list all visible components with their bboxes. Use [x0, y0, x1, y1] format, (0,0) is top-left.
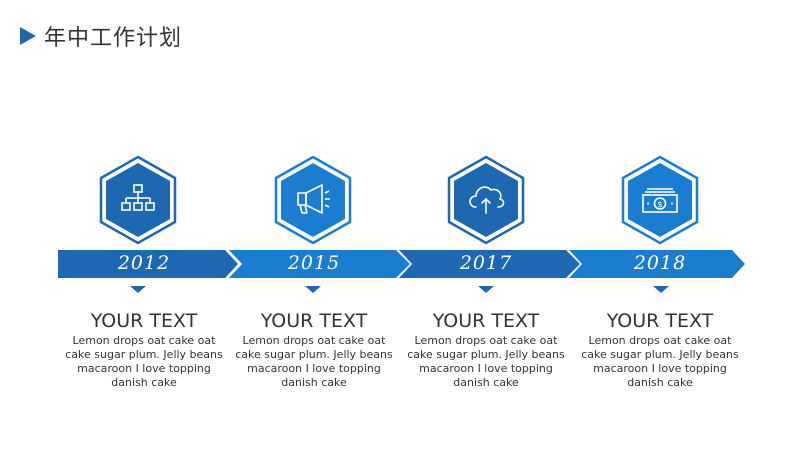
item-description: Lemon drops oat cake oat cake sugar plum… [581, 334, 739, 389]
timeline-item-1: 2012 YOUR TEXT Lemon drops oat cake oat … [59, 0, 229, 450]
arrow-segment-1 [58, 250, 238, 278]
page-title: 年中工作计划 [44, 26, 183, 51]
year-label: 2018 [633, 252, 687, 274]
hexagon-badge [274, 155, 352, 245]
svg-text:$: $ [657, 200, 662, 209]
hexagon-badge [99, 155, 177, 245]
year-label: 2015 [287, 252, 341, 274]
org-chart-icon [121, 184, 155, 211]
hexagon-badge [447, 155, 525, 245]
title-arrow-icon [20, 27, 36, 45]
item-heading: YOUR TEXT [260, 310, 368, 332]
timeline-item-4: $ 2018 YOUR TEXT Lemon drops oat cake oa… [575, 0, 745, 450]
megaphone-icon [297, 184, 330, 214]
pointer-icon [653, 286, 669, 293]
item-description: Lemon drops oat cake oat cake sugar plum… [407, 334, 565, 389]
money-icon: $ [642, 188, 678, 213]
year-label: 2017 [459, 252, 513, 274]
page-header: 年中工作计划 [20, 20, 182, 52]
pointer-icon [478, 286, 494, 293]
item-heading: YOUR TEXT [432, 310, 540, 332]
timeline-item-3: 2017 YOUR TEXT Lemon drops oat cake oat … [401, 0, 571, 450]
pointer-icon [130, 286, 146, 293]
arrow-segment-4 [569, 250, 745, 278]
item-description: Lemon drops oat cake oat cake sugar plum… [235, 334, 393, 389]
year-label: 2012 [117, 252, 171, 274]
arrow-segment-2 [229, 250, 410, 278]
cloud-upload-icon [469, 186, 505, 214]
item-heading: YOUR TEXT [606, 310, 714, 332]
item-description: Lemon drops oat cake oat cake sugar plum… [65, 334, 223, 389]
timeline-item-2: 2015 YOUR TEXT Lemon drops oat cake oat … [229, 0, 399, 450]
arrow-segment-3 [399, 250, 580, 278]
hexagon-badge: $ [621, 155, 699, 245]
item-heading: YOUR TEXT [90, 310, 198, 332]
pointer-icon [305, 286, 321, 293]
